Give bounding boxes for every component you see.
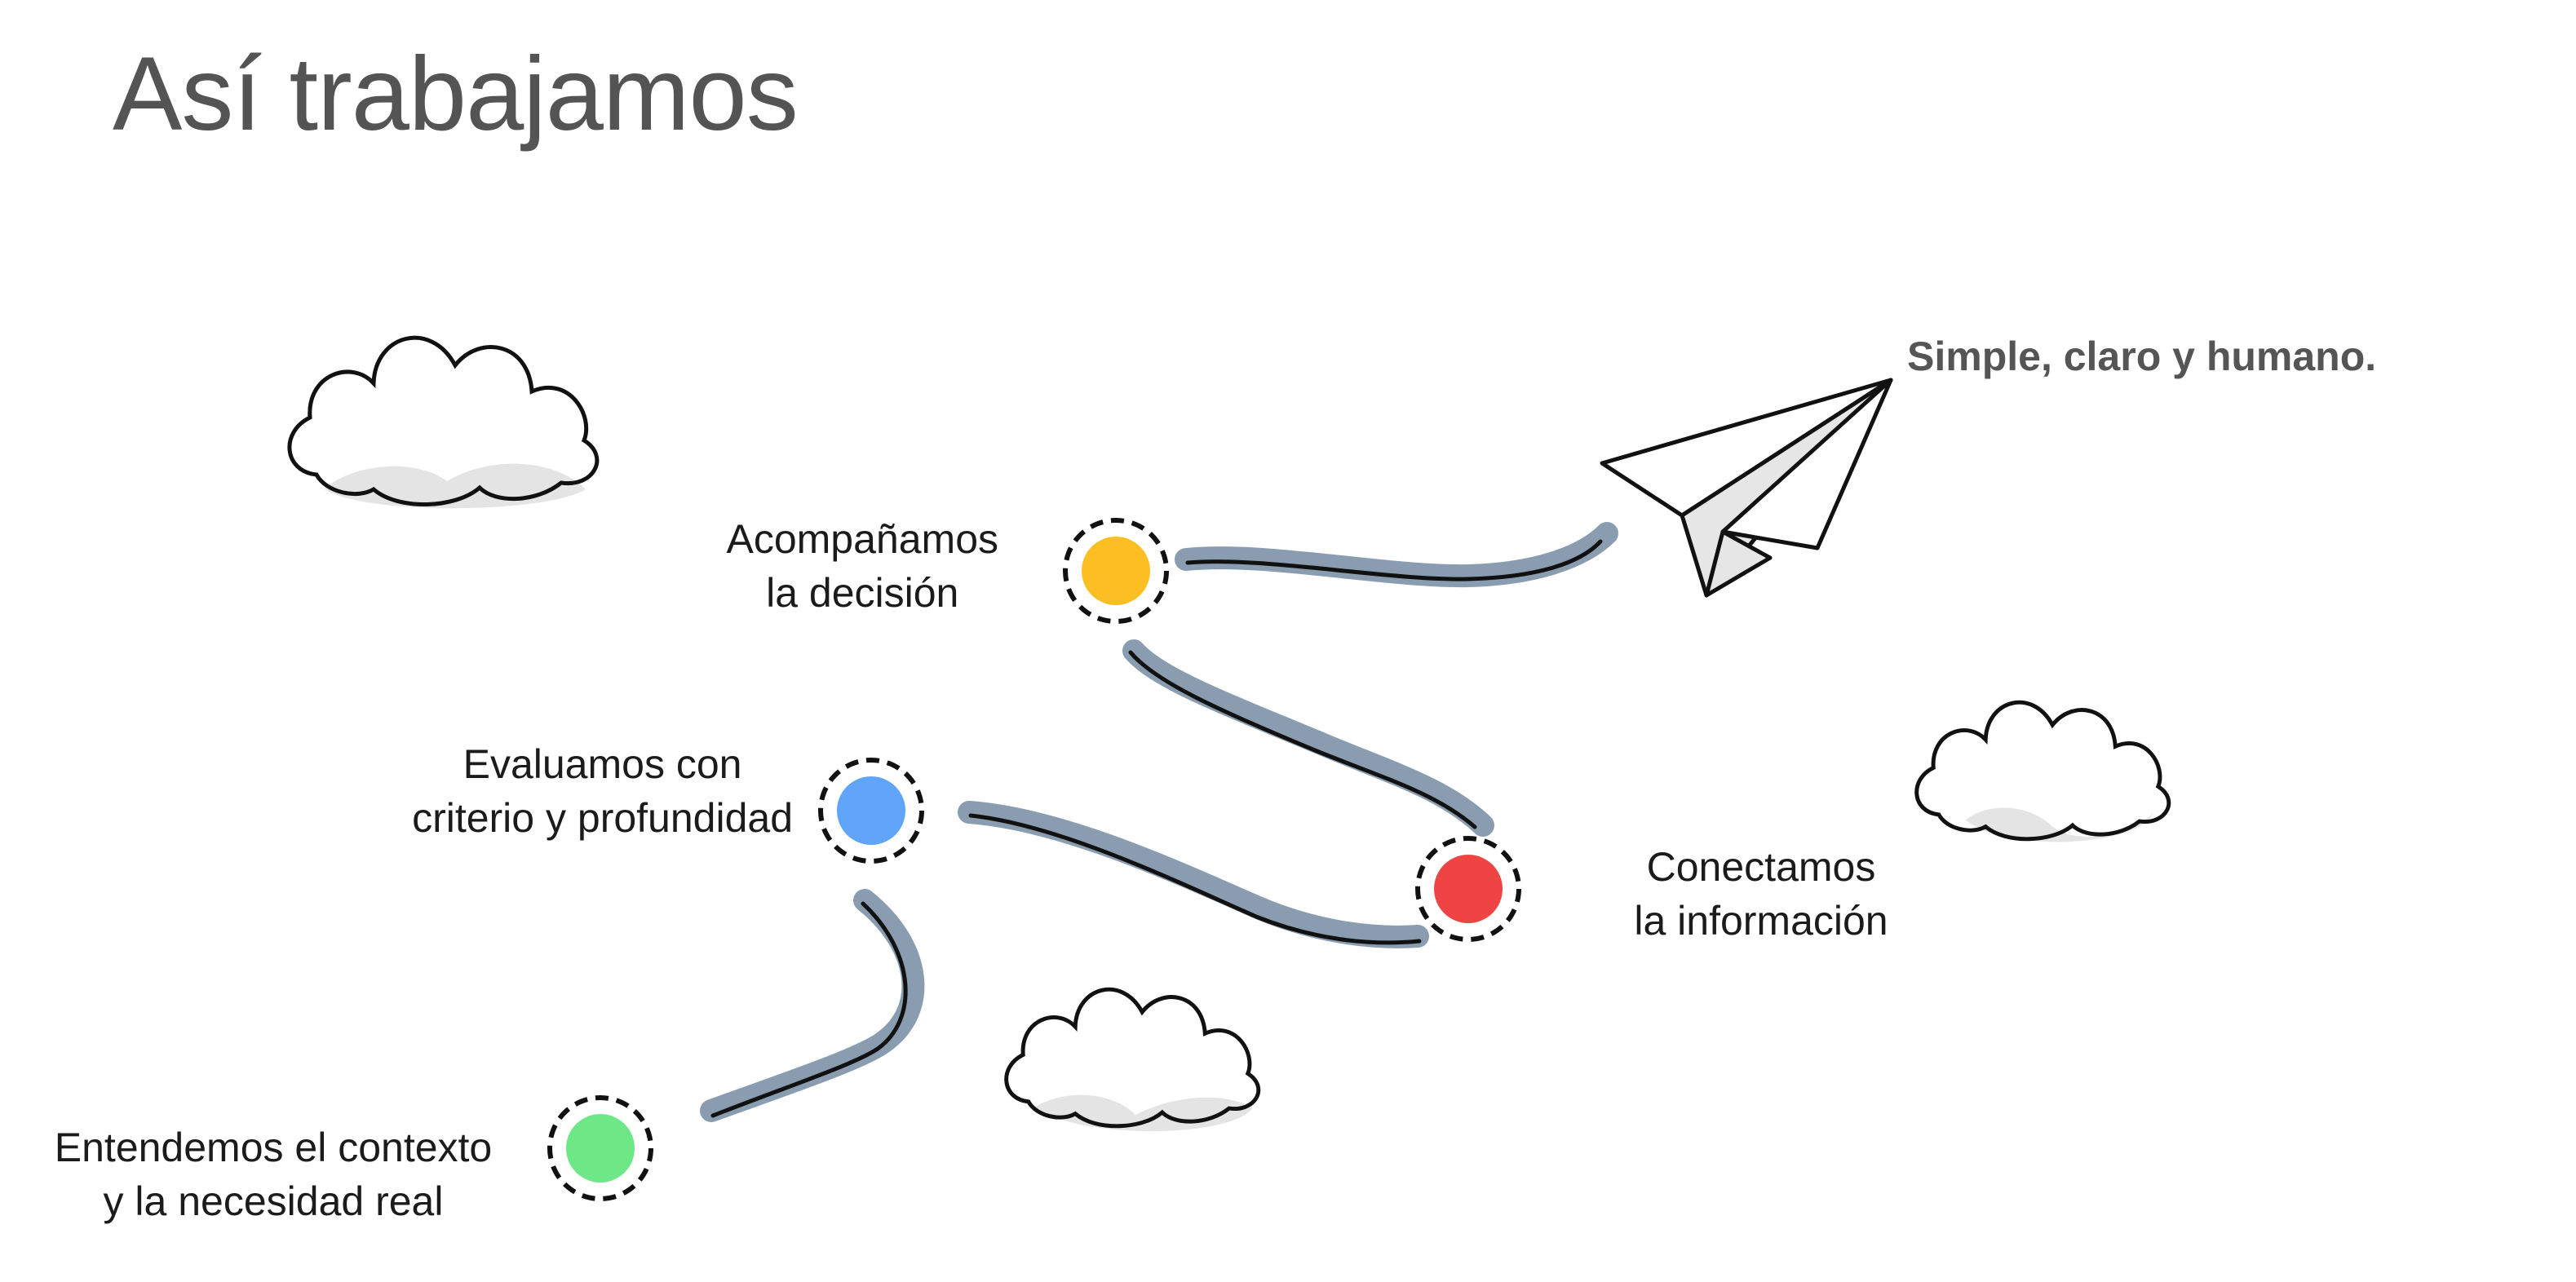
step-label-conectamos: Conectamos la información — [1561, 840, 1961, 948]
step-label-line: criterio y profundidad — [412, 795, 793, 841]
path-acompanamos-plane — [1175, 522, 1618, 588]
page-title: Así trabajamos — [113, 36, 799, 153]
step-marker-conectamos — [1415, 836, 1521, 942]
step-label-line: la información — [1634, 898, 1888, 944]
step-label-line: Evaluamos con — [463, 741, 742, 787]
step-label-line: y la necesidad real — [103, 1178, 444, 1224]
step-marker-evaluamos — [818, 758, 924, 864]
cloud-icon — [1007, 989, 1259, 1132]
path-conectamos-acompanamos — [1122, 639, 1494, 837]
cloud-icon — [1917, 702, 2169, 842]
step-marker-entendemos — [547, 1095, 653, 1201]
path-entendemos-evaluamos — [700, 889, 925, 1122]
step-label-line: Acompañamos — [726, 516, 999, 562]
step-marker-acompanamos — [1063, 518, 1169, 624]
step-label-line: Conectamos — [1646, 844, 1876, 890]
step-label-line: la decisión — [766, 570, 959, 616]
step-label-line: Entendemos el contexto — [54, 1125, 493, 1170]
step-label-acompanamos: Acompañamos la decisión — [727, 512, 999, 620]
path-evaluamos-conectamos — [958, 801, 1429, 948]
connector-paths — [700, 522, 1618, 1122]
step-label-evaluamos: Evaluamos con criterio y profundidad — [412, 737, 793, 845]
step-label-entendemos: Entendemos el contexto y la necesidad re… — [24, 1121, 522, 1228]
cloud-icon — [290, 338, 597, 509]
tagline: Simple, claro y humano. — [1907, 334, 2377, 379]
paper-plane-icon — [1600, 378, 1893, 598]
